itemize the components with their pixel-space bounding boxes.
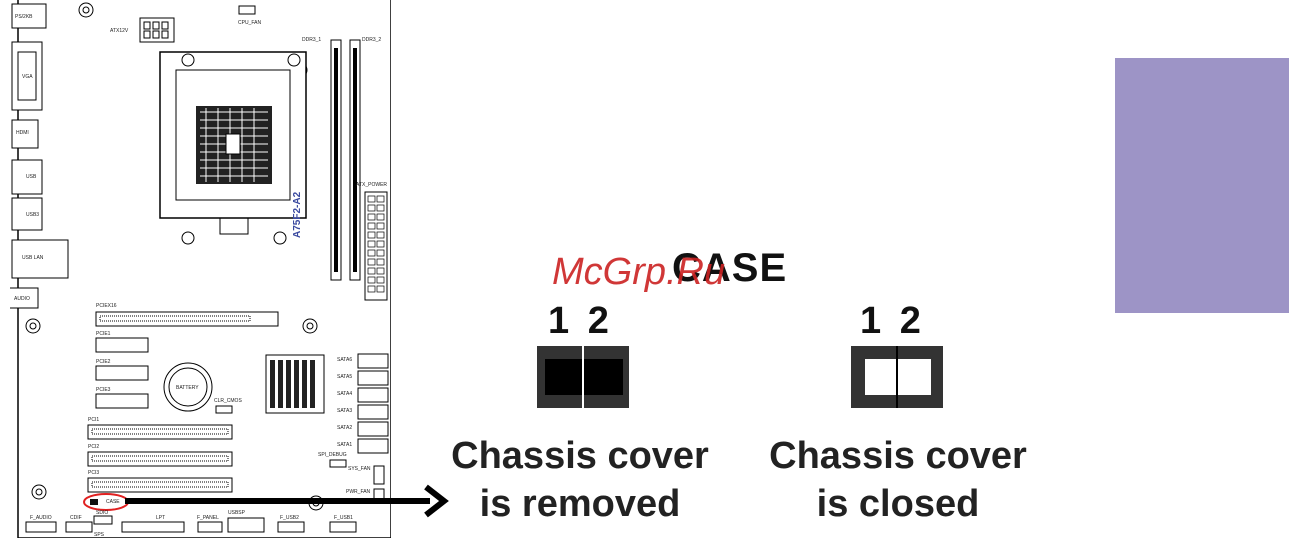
label-atx12v: ATX12V — [110, 28, 129, 34]
label-sata4: SATA4 — [337, 391, 353, 397]
label-clr-cmos: CLR_CMOS — [214, 398, 242, 404]
label-pwr-fan: PWR_FAN — [346, 489, 371, 495]
label-ddr3-1: DDR3_1 — [302, 37, 322, 43]
caption-removed: Chassis cover is removed — [430, 432, 730, 528]
arrow-head-icon — [424, 484, 449, 518]
caption-removed-line2: is removed — [479, 483, 681, 525]
label-pci2: PCI2 — [88, 444, 100, 450]
label-sps: SPS — [94, 532, 105, 538]
arrow-line — [125, 498, 430, 504]
label-f-panel: F_PANEL — [197, 515, 219, 521]
label-sata1: SATA1 — [337, 442, 353, 448]
caption-closed-line1: Chassis cover — [769, 435, 1027, 477]
pin-2 — [901, 359, 931, 395]
watermark: McGrp.Ru — [552, 251, 726, 293]
jumper-title: CASE — [672, 246, 788, 290]
label-pci1: PCI1 — [88, 417, 100, 423]
label-audio: AUDIO — [14, 296, 30, 302]
label-usb: USB — [26, 174, 37, 180]
label-usb-lan: USB LAN — [22, 255, 44, 261]
label-sdio: SDIO — [96, 510, 109, 516]
label-f-audio: F_AUDIO — [30, 515, 52, 521]
label-cdif: CDIF — [70, 515, 82, 521]
closed-pin-numbers: 1 2 — [860, 300, 925, 342]
label-sys-fan: SYS_FAN — [348, 466, 371, 472]
label-cpu-fan: CPU_FAN — [238, 20, 262, 26]
label-ddr3-2: DDR3_2 — [362, 37, 382, 43]
label-battery: BATTERY — [176, 385, 199, 391]
label-ps2: PS/2KB — [15, 14, 33, 20]
label-pcie1: PCIE1 — [96, 331, 111, 337]
pin-divider — [896, 346, 898, 408]
label-f-usb1: F_USB1 — [334, 515, 353, 521]
label-pci3: PCI3 — [88, 470, 100, 476]
label-sata3: SATA3 — [337, 408, 353, 414]
section-tab — [1115, 58, 1289, 313]
label-case: CASE — [106, 499, 120, 505]
label-lpt: LPT — [156, 515, 166, 521]
board-model: A75F2-A2 — [292, 191, 303, 238]
label-f-usb2: F_USB2 — [280, 515, 299, 521]
label-hdmi: HDMI — [16, 130, 29, 136]
motherboard-diagram — [10, 0, 391, 538]
label-pciex16: PCIEX16 — [96, 303, 117, 309]
caption-removed-line1: Chassis cover — [451, 435, 709, 477]
pin-divider — [582, 346, 584, 408]
label-sata2: SATA2 — [337, 425, 353, 431]
label-pcie2: PCIE2 — [96, 359, 111, 365]
label-usb3: USB3 — [26, 212, 40, 218]
jumper-cap — [545, 359, 623, 395]
caption-closed: Chassis cover is closed — [748, 432, 1048, 528]
jumper-closed — [851, 346, 943, 408]
jumper-removed — [537, 346, 629, 408]
pin-1 — [865, 359, 901, 395]
label-atx-power: ATX_POWER — [356, 182, 388, 188]
removed-pin-numbers: 1 2 — [548, 300, 613, 342]
label-pcie3: PCIE3 — [96, 387, 111, 393]
label-usbsp: USBSP — [228, 510, 245, 516]
label-sata6: SATA6 — [337, 357, 353, 363]
label-sata5: SATA5 — [337, 374, 353, 380]
label-vga: VGA — [22, 74, 33, 80]
caption-closed-line2: is closed — [816, 483, 980, 525]
label-spi-debug: SPI_DEBUG — [318, 452, 347, 458]
